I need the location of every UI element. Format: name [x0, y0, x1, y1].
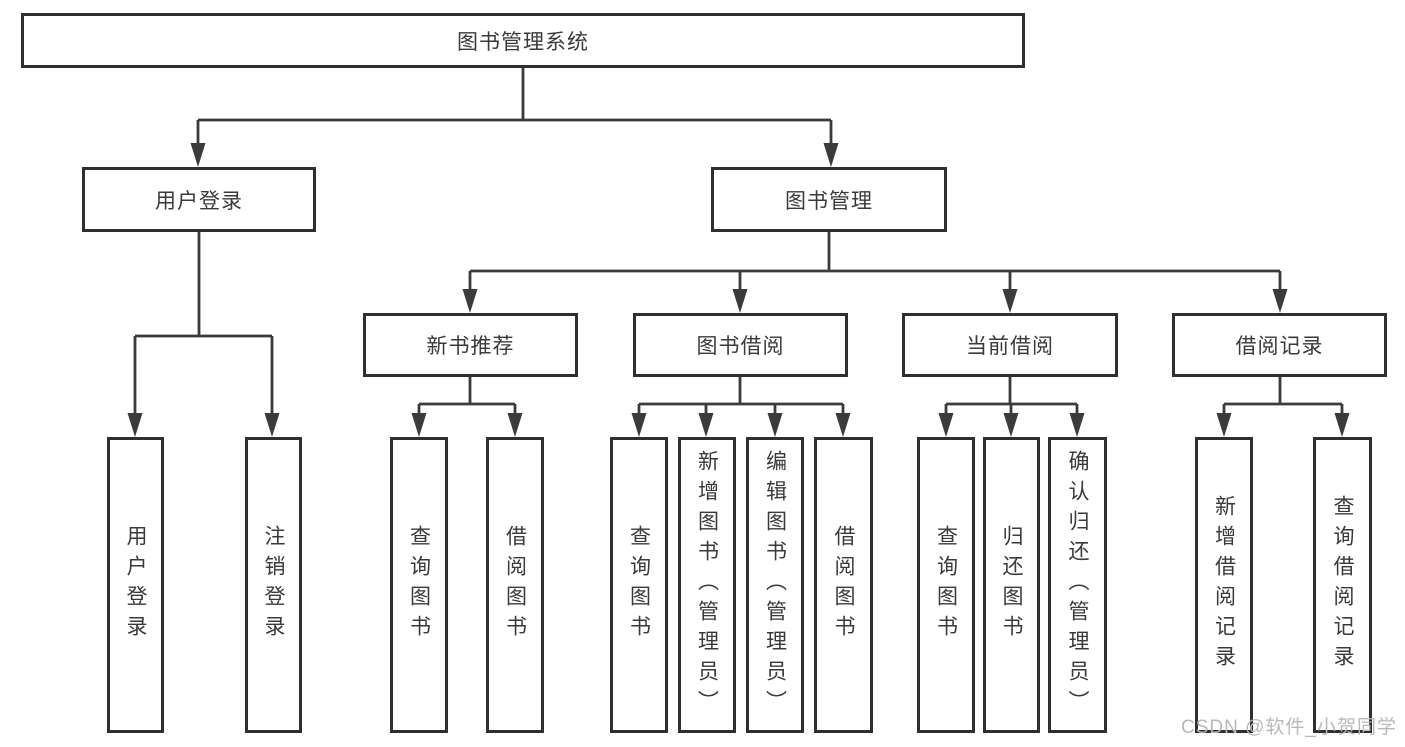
node-root-system: 图书管理系统 — [21, 13, 1025, 68]
connector-currentborrow-to-leaves — [938, 377, 1085, 437]
node-new-book-recommend: 新书推荐 — [363, 313, 578, 377]
arrowhead — [938, 413, 954, 437]
arrowhead — [264, 413, 280, 437]
node-book-borrow-label: 图书借阅 — [696, 335, 785, 358]
arrowhead — [631, 413, 647, 437]
arrowhead — [823, 143, 839, 167]
connector-login-to-leaves — [127, 232, 280, 437]
arrowhead — [127, 413, 143, 437]
arrowhead — [462, 289, 478, 313]
leaf-user-login: 用户登录 — [107, 437, 164, 733]
connector-bookborrow-to-leaves — [631, 377, 851, 437]
node-book-management-label: 图书管理 — [785, 189, 873, 213]
leaf-edit-book-admin: 编辑图书（管理员） — [746, 437, 804, 733]
leaf-query-borrow-record: 查询借阅记录 — [1313, 437, 1372, 733]
arrowhead — [698, 413, 714, 437]
arrowhead — [1334, 413, 1350, 437]
arrowhead — [190, 143, 206, 167]
arrowhead — [732, 289, 748, 313]
connector-root-to-level2 — [190, 68, 839, 167]
arrowhead — [1003, 413, 1019, 437]
connector-records-to-leaves — [1216, 377, 1350, 437]
leaf-confirm-return-admin: 确认归还（管理员） — [1048, 437, 1107, 733]
node-current-borrow: 当前借阅 — [902, 313, 1118, 377]
arrowhead — [835, 413, 851, 437]
leaf-query-books-current: 查询图书 — [917, 437, 975, 733]
arrowhead — [1272, 289, 1288, 313]
node-current-borrow-label: 当前借阅 — [966, 335, 1054, 358]
arrowhead — [1216, 413, 1232, 437]
connector-management-to-level3 — [462, 232, 1288, 313]
arrowhead — [411, 413, 427, 437]
leaf-return-book: 归还图书 — [983, 437, 1040, 733]
node-book-management: 图书管理 — [711, 167, 947, 232]
node-borrow-records-label: 借阅记录 — [1235, 335, 1324, 358]
arrowhead — [1002, 289, 1018, 313]
node-new-book-recommend-label: 新书推荐 — [426, 335, 515, 358]
connector-newbook-to-leaves — [411, 377, 523, 437]
leaf-query-books-recommend: 查询图书 — [390, 437, 448, 733]
arrowhead — [507, 413, 523, 437]
node-root-system-label: 图书管理系统 — [457, 30, 589, 54]
leaf-query-books-borrow: 查询图书 — [610, 437, 668, 733]
leaf-add-book-admin: 新增图书（管理员） — [678, 437, 736, 733]
leaf-add-borrow-record: 新增借阅记录 — [1195, 437, 1253, 733]
node-book-borrow: 图书借阅 — [633, 313, 848, 377]
node-user-login-label: 用户登录 — [155, 189, 243, 213]
leaf-borrow-books-borrow: 借阅图书 — [814, 437, 873, 733]
node-borrow-records: 借阅记录 — [1172, 313, 1387, 377]
arrowhead — [1069, 413, 1085, 437]
arrowhead — [767, 413, 783, 437]
node-user-login: 用户登录 — [82, 167, 316, 232]
leaf-borrow-books-recommend: 借阅图书 — [486, 437, 544, 733]
leaf-logout: 注销登录 — [245, 437, 302, 733]
